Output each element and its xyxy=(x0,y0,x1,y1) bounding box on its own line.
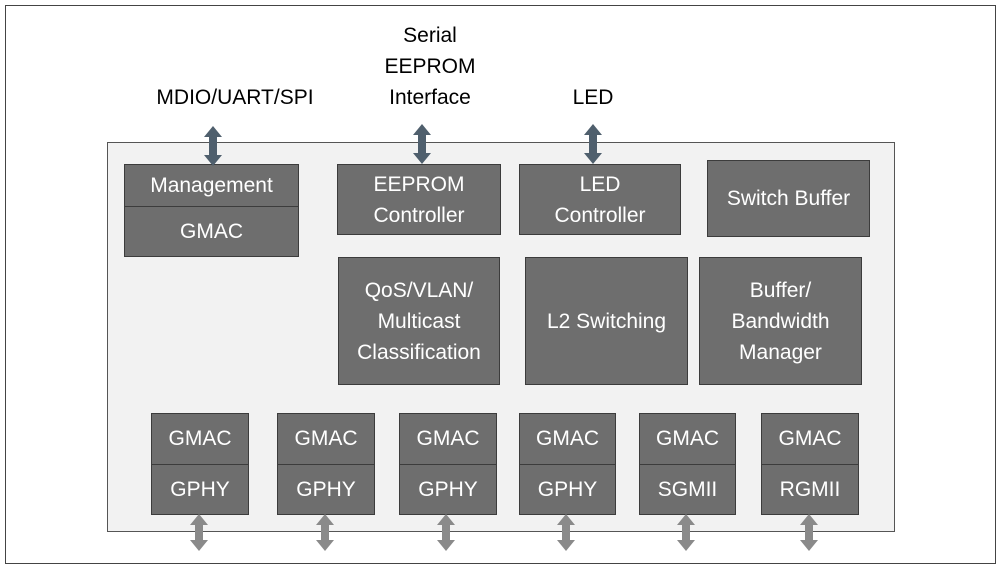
port-stack: GMAC GPHY xyxy=(151,413,249,515)
port-gmac-cell: GMAC xyxy=(152,414,248,464)
port-phy-cell: RGMII xyxy=(762,465,858,514)
double-arrow-vertical-icon xyxy=(204,126,222,166)
qos-vlan-multicast-block: QoS/VLAN/ Multicast Classification xyxy=(338,257,500,385)
port-gmac-cell: GMAC xyxy=(400,414,496,464)
port-phy-cell: GPHY xyxy=(278,465,374,514)
port-phy-cell: GPHY xyxy=(152,465,248,514)
port-phy-cell: SGMII xyxy=(640,465,735,514)
divider xyxy=(400,464,496,465)
double-arrow-vertical-icon xyxy=(413,124,431,164)
divider xyxy=(520,464,615,465)
l2-switching-block: L2 Switching xyxy=(525,257,688,385)
double-arrow-vertical-icon xyxy=(677,514,695,551)
led-controller-block: LED Controller xyxy=(519,164,681,235)
divider xyxy=(152,464,248,465)
port-stack: GMAC SGMII xyxy=(639,413,736,515)
double-arrow-vertical-icon xyxy=(800,514,818,551)
port-stack: GMAC GPHY xyxy=(277,413,375,515)
port-phy-cell: GPHY xyxy=(400,465,496,514)
switch-buffer-block: Switch Buffer xyxy=(707,160,870,237)
port-phy-cell: GPHY xyxy=(520,465,615,514)
divider xyxy=(640,464,735,465)
port-stack: GMAC GPHY xyxy=(519,413,616,515)
divider xyxy=(125,206,298,207)
double-arrow-vertical-icon xyxy=(190,514,208,551)
label-mdio-uart-spi: MDIO/UART/SPI xyxy=(156,86,314,109)
port-stack: GMAC RGMII xyxy=(761,413,859,515)
eeprom-controller-block: EEPROM Controller xyxy=(337,164,501,235)
divider xyxy=(762,464,858,465)
port-gmac-cell: GMAC xyxy=(520,414,615,464)
port-stack: GMAC GPHY xyxy=(399,413,497,515)
double-arrow-vertical-icon xyxy=(437,514,455,551)
management-cell: Management xyxy=(125,165,298,206)
label-serial-eeprom-interface: Serial EEPROM Interface xyxy=(384,24,476,109)
management-gmac-cell: GMAC xyxy=(125,207,298,256)
divider xyxy=(278,464,374,465)
double-arrow-vertical-icon xyxy=(557,514,575,551)
port-gmac-cell: GMAC xyxy=(278,414,374,464)
double-arrow-vertical-icon xyxy=(584,124,602,164)
management-gmac-block: Management GMAC xyxy=(124,164,299,257)
label-led: LED xyxy=(572,86,614,109)
buffer-bandwidth-manager-block: Buffer/ Bandwidth Manager xyxy=(699,257,862,385)
double-arrow-vertical-icon xyxy=(316,514,334,551)
port-gmac-cell: GMAC xyxy=(762,414,858,464)
port-gmac-cell: GMAC xyxy=(640,414,735,464)
